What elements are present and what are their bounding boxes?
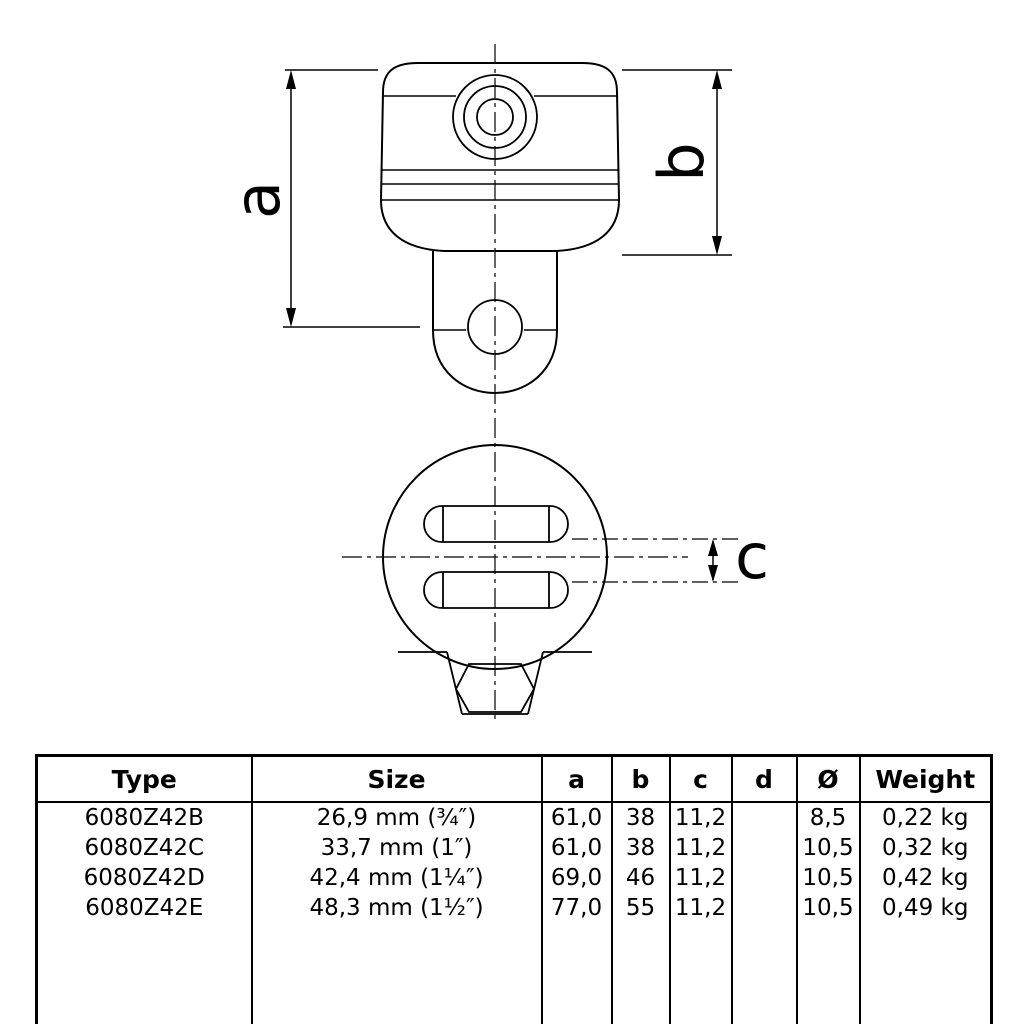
table-row: 6080Z42B 26,9 mm (¾″) 61,0 38 11,2 8,5 0… — [35, 802, 993, 833]
cell-type: 6080Z42E — [35, 893, 253, 923]
center-lines — [342, 44, 688, 722]
dim-c-label: c — [735, 520, 769, 593]
cell-c: 11,2 — [668, 863, 733, 893]
cell-size: 26,9 mm (¾″) — [250, 802, 543, 833]
header-size: Size — [250, 755, 543, 803]
cell-d — [730, 802, 798, 833]
cell-weight: 0,22 kg — [858, 802, 993, 833]
bottom-view — [382, 444, 608, 715]
arrowhead — [286, 70, 296, 89]
cell-weight: 0,32 kg — [858, 833, 993, 863]
cell-c: 11,2 — [668, 833, 733, 863]
cell-type: 6080Z42C — [35, 833, 253, 863]
cell-diameter: 8,5 — [795, 802, 861, 833]
cell-a: 61,0 — [540, 802, 613, 833]
header-d: d — [730, 755, 798, 803]
clamp-body-outline — [379, 62, 621, 252]
lug — [432, 251, 558, 394]
hex-nut — [454, 663, 536, 713]
header-weight: Weight — [858, 755, 993, 803]
table-header-row: Type Size a b c d Ø Weight — [35, 755, 993, 803]
cell-d — [730, 893, 798, 923]
lug-hole — [467, 299, 523, 355]
arrowhead — [708, 565, 718, 582]
cell-size: 48,3 mm (1½″) — [250, 893, 543, 923]
cell-size: 33,7 mm (1″) — [250, 833, 543, 863]
spec-table: Type Size a b c d Ø Weight 6080Z42B 26,9… — [35, 754, 993, 1024]
cell-c: 11,2 — [668, 802, 733, 833]
cell-diameter: 10,5 — [795, 893, 861, 923]
arrowhead — [712, 236, 722, 255]
front-view — [379, 62, 621, 394]
cell-type: 6080Z42D — [35, 863, 253, 893]
arrowhead — [712, 70, 722, 89]
header-diameter: Ø — [795, 755, 861, 803]
arrowhead — [286, 308, 296, 327]
dimension-c — [572, 538, 738, 583]
dimension-b — [622, 69, 732, 256]
cell-d — [730, 833, 798, 863]
bolt-slots — [423, 505, 569, 609]
cell-c: 11,2 — [668, 893, 733, 923]
cell-a: 77,0 — [540, 893, 613, 923]
bottom-nut-notch — [398, 651, 592, 715]
bolt-head — [452, 74, 538, 160]
clamp-body-bands — [381, 95, 619, 201]
dim-b-label: b — [645, 142, 718, 181]
table-row: 6080Z42D 42,4 mm (1¼″) 69,0 46 11,2 10,5… — [35, 863, 993, 893]
cell-size: 42,4 mm (1¼″) — [250, 863, 543, 893]
dimension-a — [283, 69, 420, 328]
header-type: Type — [35, 755, 253, 803]
cell-d — [730, 863, 798, 893]
table-row: 6080Z42C 33,7 mm (1″) 61,0 38 11,2 10,5 … — [35, 833, 993, 863]
cell-a: 69,0 — [540, 863, 613, 893]
table-empty-space — [35, 923, 993, 1024]
dim-a-label: a — [221, 181, 294, 219]
cell-b: 38 — [610, 802, 671, 833]
table-row: 6080Z42E 48,3 mm (1½″) 77,0 55 11,2 10,5… — [35, 893, 993, 923]
cell-weight: 0,42 kg — [858, 863, 993, 893]
cell-diameter: 10,5 — [795, 833, 861, 863]
tube-circle — [382, 444, 608, 670]
cell-b: 55 — [610, 893, 671, 923]
cell-b: 46 — [610, 863, 671, 893]
cell-a: 61,0 — [540, 833, 613, 863]
header-b: b — [610, 755, 671, 803]
cell-type: 6080Z42B — [35, 802, 253, 833]
cell-diameter: 10,5 — [795, 863, 861, 893]
header-a: a — [540, 755, 613, 803]
cell-weight: 0,49 kg — [858, 893, 993, 923]
arrowhead — [708, 539, 718, 556]
spec-table-wrapper: Type Size a b c d Ø Weight 6080Z42B 26,9… — [35, 754, 993, 1024]
header-c: c — [668, 755, 733, 803]
cell-b: 38 — [610, 833, 671, 863]
fitting-drawing: a b — [221, 44, 769, 722]
